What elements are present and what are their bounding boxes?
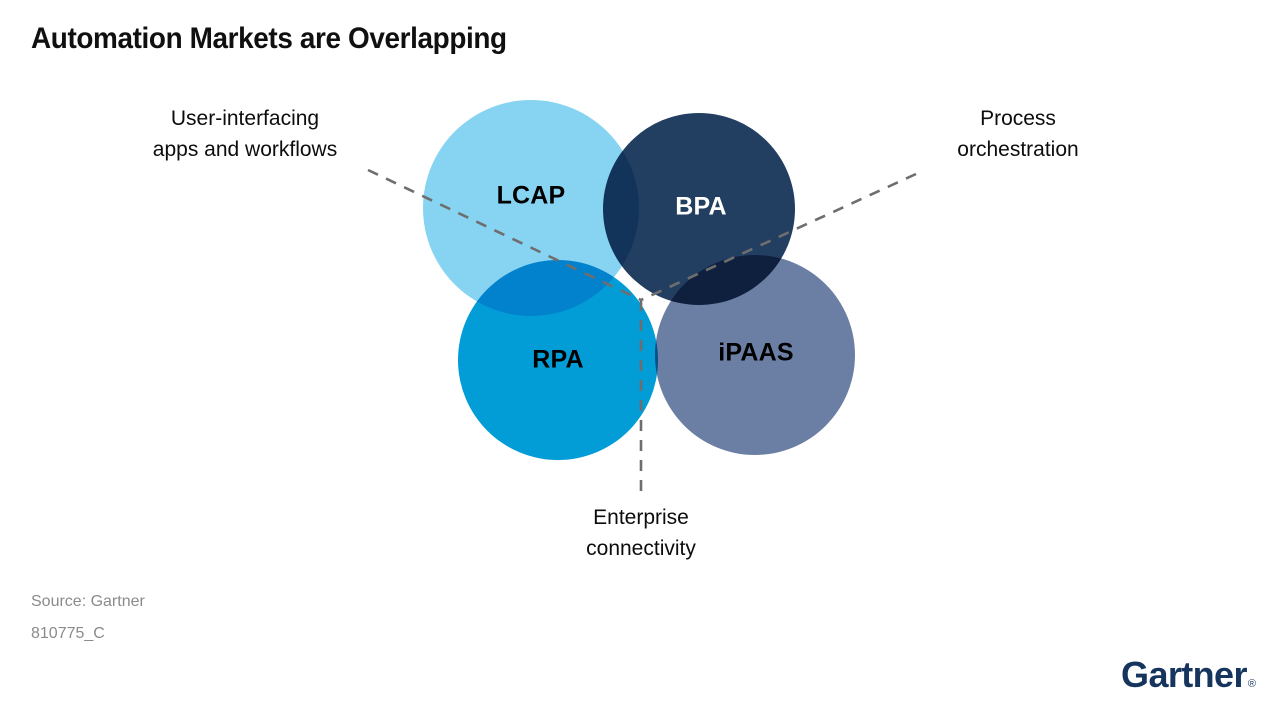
gartner-logo: Gartner ® [1121, 657, 1256, 693]
venn-circles [423, 100, 855, 460]
footer-source-block: Source: Gartner 810775_C [31, 586, 145, 650]
venn-label-ipaas: iPAAS [718, 338, 794, 367]
callout-process-orchestration-line2: orchestration [957, 138, 1079, 161]
callout-process-orchestration-line1: Process [980, 107, 1056, 130]
leader-line-lcap [367, 168, 642, 302]
doc-id-text: 810775_C [31, 625, 105, 642]
venn-label-bpa: BPA [675, 192, 727, 221]
callout-user-interfacing: User-interfacing apps and workflows [128, 103, 362, 165]
leader-line-bpa [640, 172, 917, 302]
callout-enterprise-connectivity: Enterprise connectivity [541, 502, 741, 564]
page-title: Automation Markets are Overlapping [31, 22, 507, 55]
gartner-wordmark: Gartner [1121, 654, 1247, 695]
callout-user-interfacing-line1: User-interfacing [170, 107, 320, 130]
venn-label-rpa: RPA [532, 345, 584, 374]
venn-circle-bpa [603, 113, 795, 305]
venn-label-lcap: LCAP [496, 181, 566, 210]
source-text: Source: Gartner [31, 593, 145, 610]
callout-enterprise-connectivity-line1: Enterprise [593, 506, 689, 529]
venn-leader-lines [367, 168, 917, 496]
callout-enterprise-connectivity-line2: connectivity [586, 537, 696, 560]
callout-user-interfacing-line2: apps and workflows [152, 138, 338, 161]
registered-trademark-icon: ® [1247, 678, 1256, 690]
callout-process-orchestration: Process orchestration [918, 103, 1118, 165]
venn-circle-lcap [423, 100, 639, 316]
venn-circle-ipaas [655, 255, 855, 455]
venn-circle-rpa [458, 260, 658, 460]
